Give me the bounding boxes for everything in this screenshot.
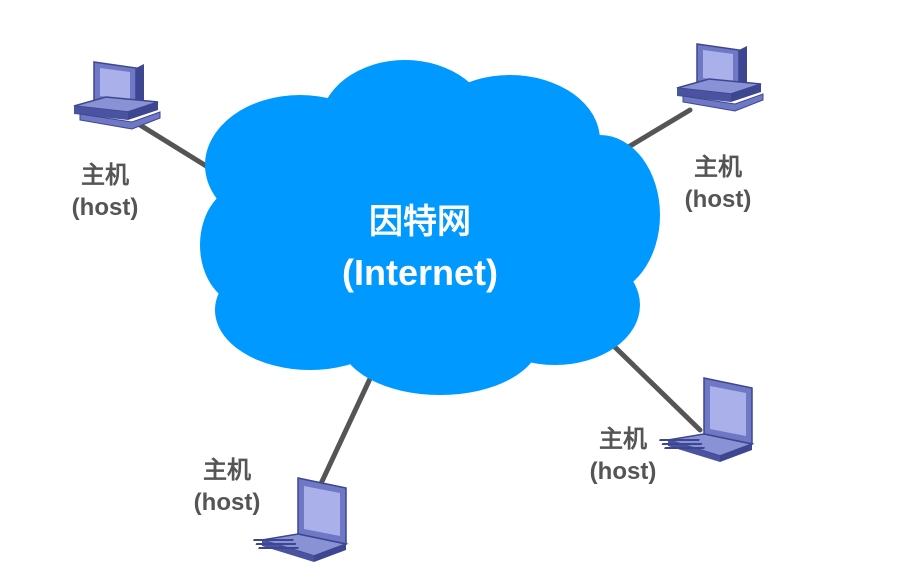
host-label-top-right: 主机 (host) [663, 152, 773, 216]
host-name: 主机 [694, 154, 742, 181]
desktop-computer-icon [73, 61, 161, 130]
host-label-top-left: 主机 (host) [50, 160, 160, 224]
host-name: 主机 [599, 426, 647, 453]
host-label-bottom-right: 主机 (host) [568, 424, 678, 488]
laptop-icon [253, 477, 349, 562]
host-sub: (host) [589, 458, 657, 485]
host-name: 主机 [81, 162, 129, 189]
host-sub: (host) [193, 489, 261, 516]
laptop-icon [659, 377, 755, 462]
host-sub: (host) [71, 194, 139, 221]
host-label-bottom-left: 主机 (host) [172, 455, 282, 519]
internet-subtitle: (Internet) [342, 252, 498, 293]
desktop-computer-icon [676, 43, 764, 112]
internet-cloud [200, 60, 660, 395]
host-name: 主机 [203, 457, 251, 484]
host-sub: (host) [684, 186, 752, 213]
internet-title: 因特网 [369, 203, 471, 241]
link-bottom-left [315, 365, 378, 493]
